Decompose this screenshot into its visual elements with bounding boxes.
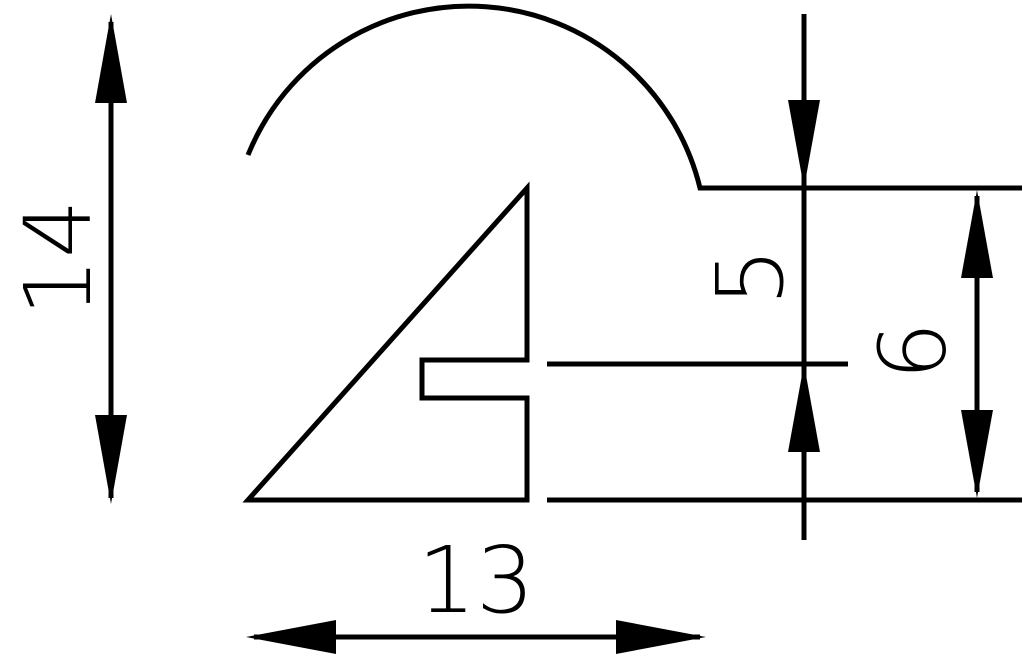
dimension-height: 14	[5, 14, 127, 504]
arrow-left-width	[246, 620, 336, 654]
label-rebate-height: 9	[856, 321, 963, 380]
dimension-width: 13	[246, 527, 706, 654]
dimension-rebate-height: 9	[856, 190, 993, 498]
arrow-right-width	[616, 620, 706, 654]
arrow-down-rebate-depth	[788, 100, 820, 188]
dimension-rebate-depth: 5	[697, 14, 820, 540]
arrow-up-height	[95, 14, 127, 103]
arrow-down-height	[95, 415, 127, 504]
arrow-up-rebate-depth	[788, 364, 820, 452]
profile-outline	[242, 3, 1022, 503]
arrow-up-rebate-height	[961, 190, 993, 278]
arrow-down-rebate-height	[961, 410, 993, 498]
label-width: 13	[417, 527, 534, 634]
label-rebate-depth: 5	[697, 248, 804, 307]
label-height: 14	[5, 199, 112, 316]
